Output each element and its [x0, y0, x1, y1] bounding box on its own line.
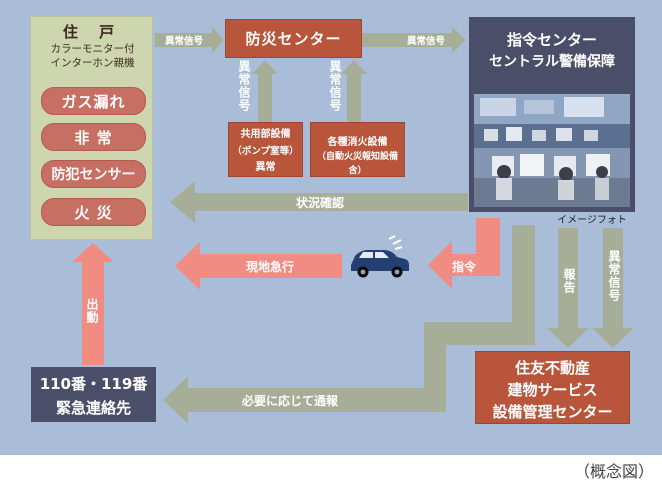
arrow-command — [428, 218, 500, 289]
image-caption: イメージフォト — [557, 214, 627, 226]
diagram-canvas: 住 戸 カラーモニター付 インターホン親機 ガス漏れ 非 常 防犯センサー 火 … — [0, 0, 662, 455]
sumitomo-line3: 設備管理センター — [492, 402, 613, 421]
sumitomo-line1: 住友不動産 — [514, 358, 590, 377]
label-status-check: 状況確認 — [295, 195, 344, 210]
common-equipment-line2: （ポンプ室等） — [232, 146, 299, 157]
signal-wave-icon — [388, 235, 403, 250]
arrow-abnormal-down — [592, 228, 634, 348]
label-abnormal-signal-2: 異常信号 — [406, 36, 445, 47]
command-center-box: 指令センター セントラル警備保障 — [469, 17, 635, 212]
pill-gas-leak: ガス漏れ — [41, 87, 146, 115]
arrow-notify — [163, 225, 535, 424]
pill-emergency: 非 常 — [41, 123, 146, 151]
fire-equipment-line1: 各種消火設備 — [327, 137, 388, 148]
emergency-line2: 緊急連絡先 — [55, 398, 131, 417]
arrows-layer — [72, 27, 634, 424]
arrow-dispatch — [72, 243, 114, 365]
label-command: 指令 — [451, 259, 476, 274]
label-abnormal-signal-v1: 異常信号 — [237, 60, 251, 112]
office-photo — [474, 94, 630, 207]
label-abnormal-signal-1: 異常信号 — [164, 36, 203, 47]
common-equipment-box: 共用部設備 （ポンプ室等） 異常 — [228, 122, 303, 177]
label-dispatch: 出動 — [85, 298, 99, 324]
sumitomo-center-box: 住友不動産 建物サービス 設備管理センター — [475, 351, 630, 424]
label-notify-if-needed: 必要に応じて通報 — [241, 393, 338, 408]
emergency-contact-box: 110番・119番 緊急連絡先 — [31, 367, 156, 422]
label-rush-to-site: 現地急行 — [245, 259, 294, 274]
fire-equipment-box: 各種消火設備 （自動火災報知設備含） — [310, 122, 405, 177]
arrow-dwelling-to-center — [155, 27, 224, 53]
patrol-car-icon — [351, 235, 409, 278]
command-center-line1: 指令センター — [506, 30, 597, 49]
label-abnormal-signal-v2: 異常信号 — [328, 60, 342, 112]
sumitomo-line2: 建物サービス — [507, 380, 598, 399]
arrow-center-to-command — [362, 27, 466, 53]
common-equipment-line1: 共用部設備 — [240, 129, 291, 140]
pill-security-sensor: 防犯センサー — [41, 160, 146, 188]
arrow-rush — [175, 242, 342, 290]
arrow-status-check — [170, 181, 468, 223]
disaster-center-box: 防災センター — [225, 19, 362, 58]
fire-equipment-line2: （自動火災報知設備含） — [316, 152, 398, 176]
common-equipment-line3: 異常 — [255, 162, 276, 173]
pill-fire: 火 災 — [41, 198, 146, 226]
arrow-fire-up — [341, 60, 367, 122]
emergency-line1: 110番・119番 — [39, 374, 148, 393]
command-center-line2: セントラル警備保障 — [489, 54, 615, 70]
label-report: 報告 — [562, 268, 576, 294]
dwelling-title: 住 戸 — [62, 22, 123, 41]
dwelling-panel: 住 戸 カラーモニター付 インターホン親機 ガス漏れ 非 常 防犯センサー 火 … — [30, 16, 153, 240]
arrow-report — [547, 228, 589, 348]
dwelling-subtitle-1: カラーモニター付 — [50, 43, 135, 55]
arrow-common-up — [252, 60, 278, 122]
dwelling-subtitle-2: インターホン親機 — [50, 57, 135, 69]
footnote-concept-diagram: （概念図） — [573, 462, 654, 481]
label-abnormal-signal-v3: 異常信号 — [607, 250, 621, 302]
